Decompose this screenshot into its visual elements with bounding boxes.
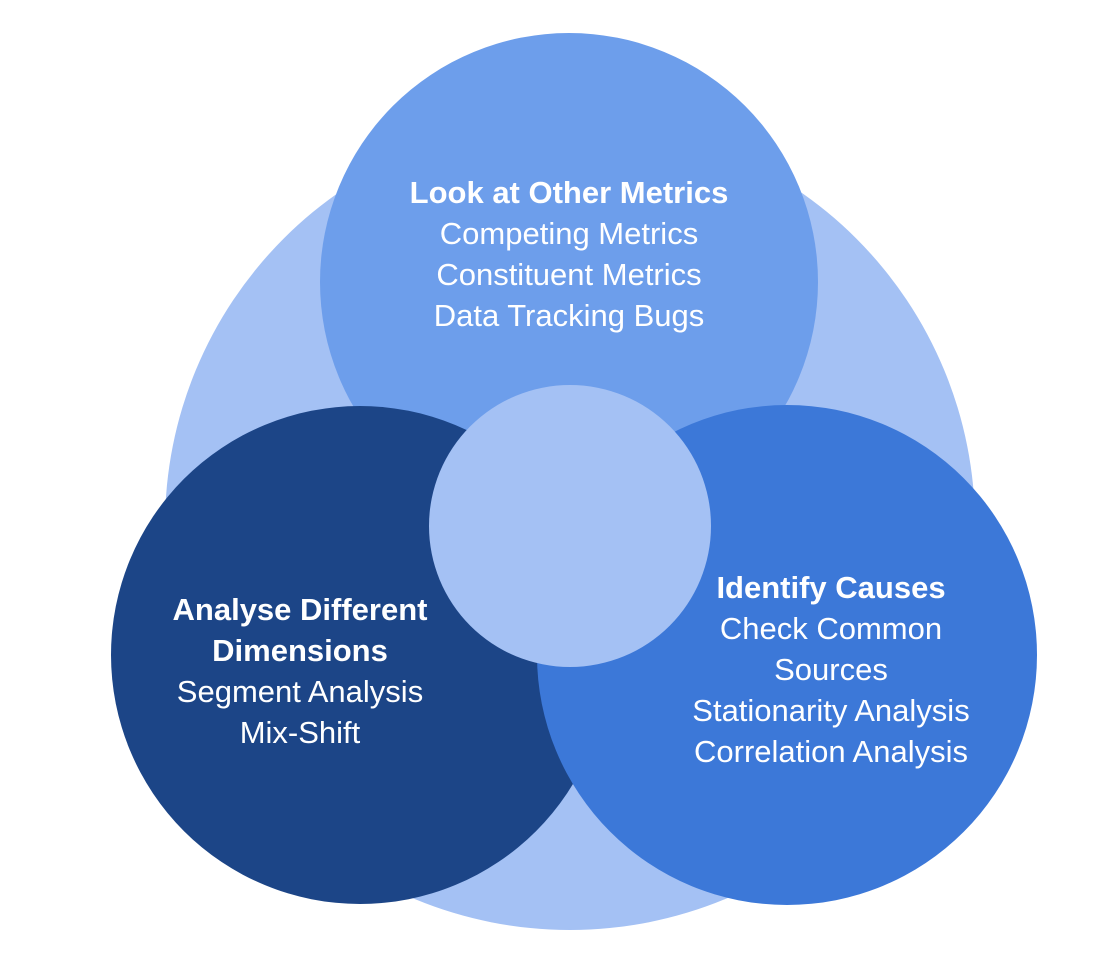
top-section-item: Constituent Metrics	[436, 257, 702, 292]
left-section-heading-line: Analyse Different	[172, 592, 428, 627]
right-section-item: Check Common	[719, 611, 943, 646]
center-circle	[429, 385, 711, 667]
right-section-label: Identify Causes Check Common Sources Sta…	[650, 567, 1012, 772]
left-section-item: Mix-Shift	[239, 715, 361, 750]
left-section-item: Segment Analysis	[176, 674, 424, 709]
right-section-item: Correlation Analysis	[694, 734, 968, 769]
left-section-heading-line: Dimensions	[212, 633, 388, 668]
right-section-heading: Identify Causes	[716, 570, 946, 605]
right-section-item: Sources	[774, 652, 888, 687]
right-section-item: Stationarity Analysis	[692, 693, 970, 728]
top-section-item: Data Tracking Bugs	[433, 298, 705, 333]
left-section-label: Analyse Different Dimensions Segment Ana…	[120, 589, 480, 753]
top-section-heading: Look at Other Metrics	[409, 175, 729, 210]
top-section-item: Competing Metrics	[439, 216, 699, 251]
top-section-label: Look at Other Metrics Competing Metrics …	[369, 172, 769, 336]
